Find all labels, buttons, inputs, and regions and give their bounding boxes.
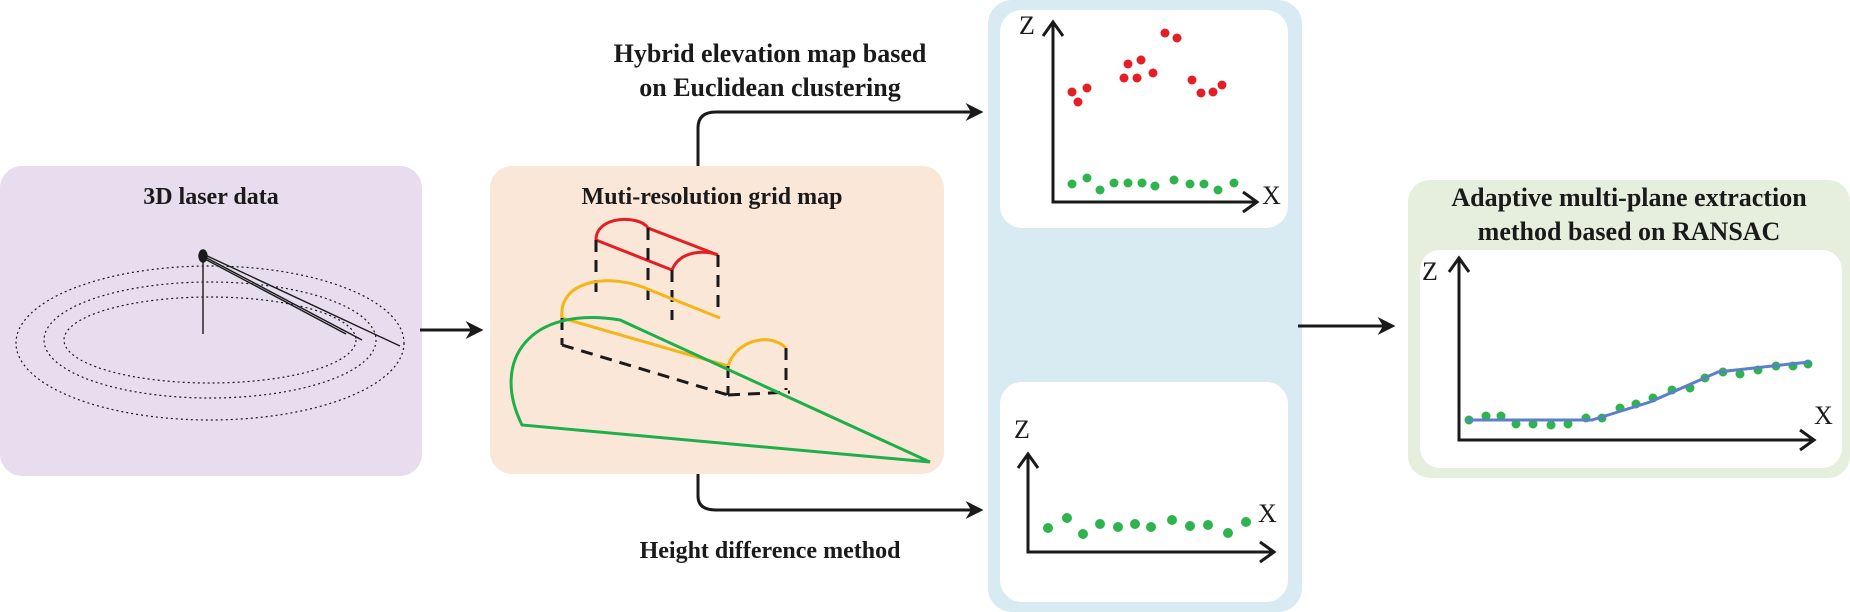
plot-bottom-x-label: X <box>1258 499 1277 528</box>
ransac-fit-line <box>1467 360 1811 422</box>
top-branch-label-line2: on Euclidean clustering <box>639 73 900 102</box>
grid-level-green <box>509 316 931 464</box>
result-plot-bg <box>1420 250 1842 468</box>
grid-panel-title: Muti-resolution grid map <box>582 184 843 210</box>
scan-ring-outer <box>15 265 405 421</box>
plot-top-z-arrow <box>1041 19 1065 37</box>
plot-bottom-z-arrow <box>1016 451 1040 469</box>
top-branch-label-line1: Hybrid elevation map based <box>614 39 927 68</box>
laser-panel-title: 3D laser data <box>143 184 279 210</box>
plot-top-red-points <box>1067 28 1227 107</box>
plot-top-bg <box>1000 10 1288 228</box>
plot-top-x-label: X <box>1262 181 1281 210</box>
arrow-grid-to-top-plot <box>696 103 984 166</box>
scan-ring-middle <box>43 281 377 399</box>
result-plot-axes <box>1457 258 1812 442</box>
result-z-arrow <box>1447 255 1471 273</box>
plots-panel: Z X Z X <box>988 0 1302 612</box>
laser-sensor-icon <box>198 249 401 347</box>
plot-top: Z X <box>1000 10 1288 228</box>
laser-data-panel: 3D laser data <box>0 166 422 476</box>
result-panel: Adaptive multi-plane extraction method b… <box>1408 180 1850 478</box>
grid-level-red <box>594 217 720 320</box>
result-x-arrow <box>1799 428 1817 452</box>
plot-top-x-arrow <box>1242 190 1260 214</box>
plot-bottom-bg <box>1000 382 1288 602</box>
result-x-label: X <box>1814 401 1833 430</box>
result-title-line2: method based on RANSAC <box>1478 217 1781 246</box>
bottom-branch-label: Height difference method <box>640 538 901 564</box>
plot-top-axes <box>1051 24 1255 204</box>
laser-panel-bg <box>0 166 422 476</box>
arrow-grid-to-bottom-plot <box>696 474 984 519</box>
plot-top-z-label: Z <box>1019 11 1035 40</box>
laser-scan-rings <box>15 265 405 421</box>
grid-map-panel: Muti-resolution grid map <box>490 166 944 474</box>
plot-bottom-z-label: Z <box>1014 415 1030 444</box>
plot-bottom-x-arrow <box>1259 540 1277 564</box>
plot-bottom-axes <box>1026 456 1272 554</box>
plot-bottom: Z X <box>1000 382 1288 602</box>
result-z-label: Z <box>1422 257 1438 286</box>
plot-bottom-green-points <box>1043 513 1251 539</box>
result-title-line1: Adaptive multi-plane extraction <box>1451 183 1807 212</box>
plot-top-green-points <box>1067 173 1239 195</box>
scan-ring-inner <box>63 296 357 384</box>
